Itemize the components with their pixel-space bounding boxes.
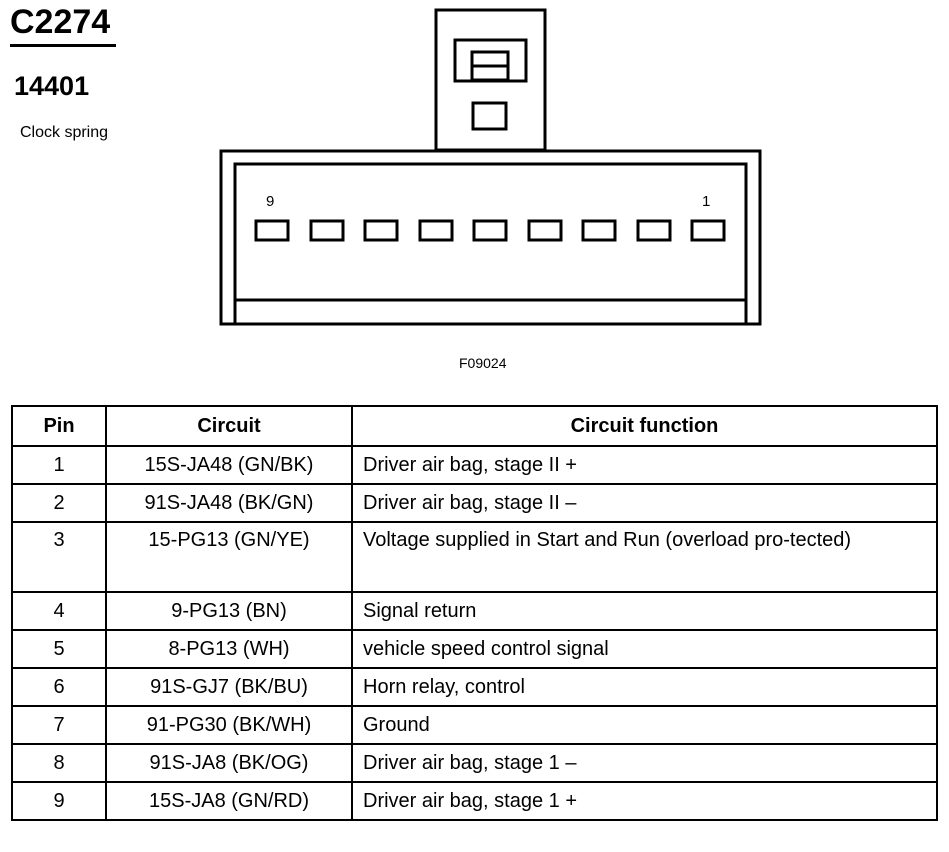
cell-circuit: 9-PG13 (BN) (105, 591, 353, 631)
table-row: 3 15-PG13 (GN/YE) Voltage supplied in St… (11, 521, 938, 593)
cell-function: Driver air bag, stage II – (351, 483, 938, 523)
table-row: 6 91S-GJ7 (BK/BU) Horn relay, control (11, 667, 938, 707)
pin-cavity-6 (418, 219, 454, 242)
header-function: Circuit function (351, 405, 938, 447)
header-pin: Pin (11, 405, 107, 447)
cell-pin: 5 (11, 629, 107, 669)
cell-function: Voltage supplied in Start and Run (overl… (351, 521, 938, 593)
cell-function: Driver air bag, stage 1 + (351, 781, 938, 821)
table-row: 9 15S-JA8 (GN/RD) Driver air bag, stage … (11, 781, 938, 821)
cell-pin: 9 (11, 781, 107, 821)
table-row: 7 91-PG30 (BK/WH) Ground (11, 705, 938, 745)
header-circuit: Circuit (105, 405, 353, 447)
connector-housing (219, 149, 762, 326)
cell-function: Signal return (351, 591, 938, 631)
pin-cavity-4 (527, 219, 563, 242)
cell-pin: 7 (11, 705, 107, 745)
table-row: 8 91S-JA8 (BK/OG) Driver air bag, stage … (11, 743, 938, 783)
cell-function: Driver air bag, stage 1 – (351, 743, 938, 783)
part-number: 14401 (14, 71, 90, 101)
pin-cavity-7 (363, 219, 399, 242)
tab-window (471, 101, 508, 131)
connector-cavity (233, 162, 748, 302)
cell-pin: 6 (11, 667, 107, 707)
table-row: 1 15S-JA48 (GN/BK) Driver air bag, stage… (11, 445, 938, 485)
cell-pin: 1 (11, 445, 107, 485)
cell-circuit: 15S-JA48 (GN/BK) (105, 445, 353, 485)
pin-cavity-3 (581, 219, 617, 242)
table-header-row: Pin Circuit Circuit function (11, 405, 938, 447)
cell-pin: 3 (11, 521, 107, 593)
cell-function: Horn relay, control (351, 667, 938, 707)
pin-label-1: 1 (702, 193, 710, 210)
cell-function: Driver air bag, stage II + (351, 445, 938, 485)
pin-cavity-9 (254, 219, 290, 242)
pin-cavity-2 (636, 219, 672, 242)
cell-function: vehicle speed control signal (351, 629, 938, 669)
pin-table: Pin Circuit Circuit function 1 15S-JA48 … (11, 405, 938, 821)
component-name: Clock spring (20, 124, 109, 141)
connector-face-diagram: 9 1 (219, 8, 762, 326)
cell-circuit: 91S-GJ7 (BK/BU) (105, 667, 353, 707)
cell-circuit: 91S-JA48 (BK/GN) (105, 483, 353, 523)
cell-circuit: 8-PG13 (WH) (105, 629, 353, 669)
pin-cavity-5 (472, 219, 508, 242)
cell-circuit: 15-PG13 (GN/YE) (105, 521, 353, 593)
connector-id: C2274 (10, 2, 116, 47)
cell-pin: 2 (11, 483, 107, 523)
latch-outer (453, 38, 528, 83)
pin-cavity-1 (690, 219, 726, 242)
cell-pin: 8 (11, 743, 107, 783)
table-row: 2 91S-JA48 (BK/GN) Driver air bag, stage… (11, 483, 938, 523)
pin-table-container: Pin Circuit Circuit function 1 15S-JA48 … (11, 405, 938, 841)
table-row: 5 8-PG13 (WH) vehicle speed control sign… (11, 629, 938, 669)
cell-pin: 4 (11, 591, 107, 631)
cell-circuit: 91-PG30 (BK/WH) (105, 705, 353, 745)
pin-cavity-8 (309, 219, 345, 242)
table-row: 4 9-PG13 (BN) Signal return (11, 591, 938, 631)
cell-circuit: 15S-JA8 (GN/RD) (105, 781, 353, 821)
figure-code: F09024 (459, 355, 507, 371)
cell-function: Ground (351, 705, 938, 745)
pin-label-9: 9 (266, 193, 274, 210)
cell-circuit: 91S-JA8 (BK/OG) (105, 743, 353, 783)
